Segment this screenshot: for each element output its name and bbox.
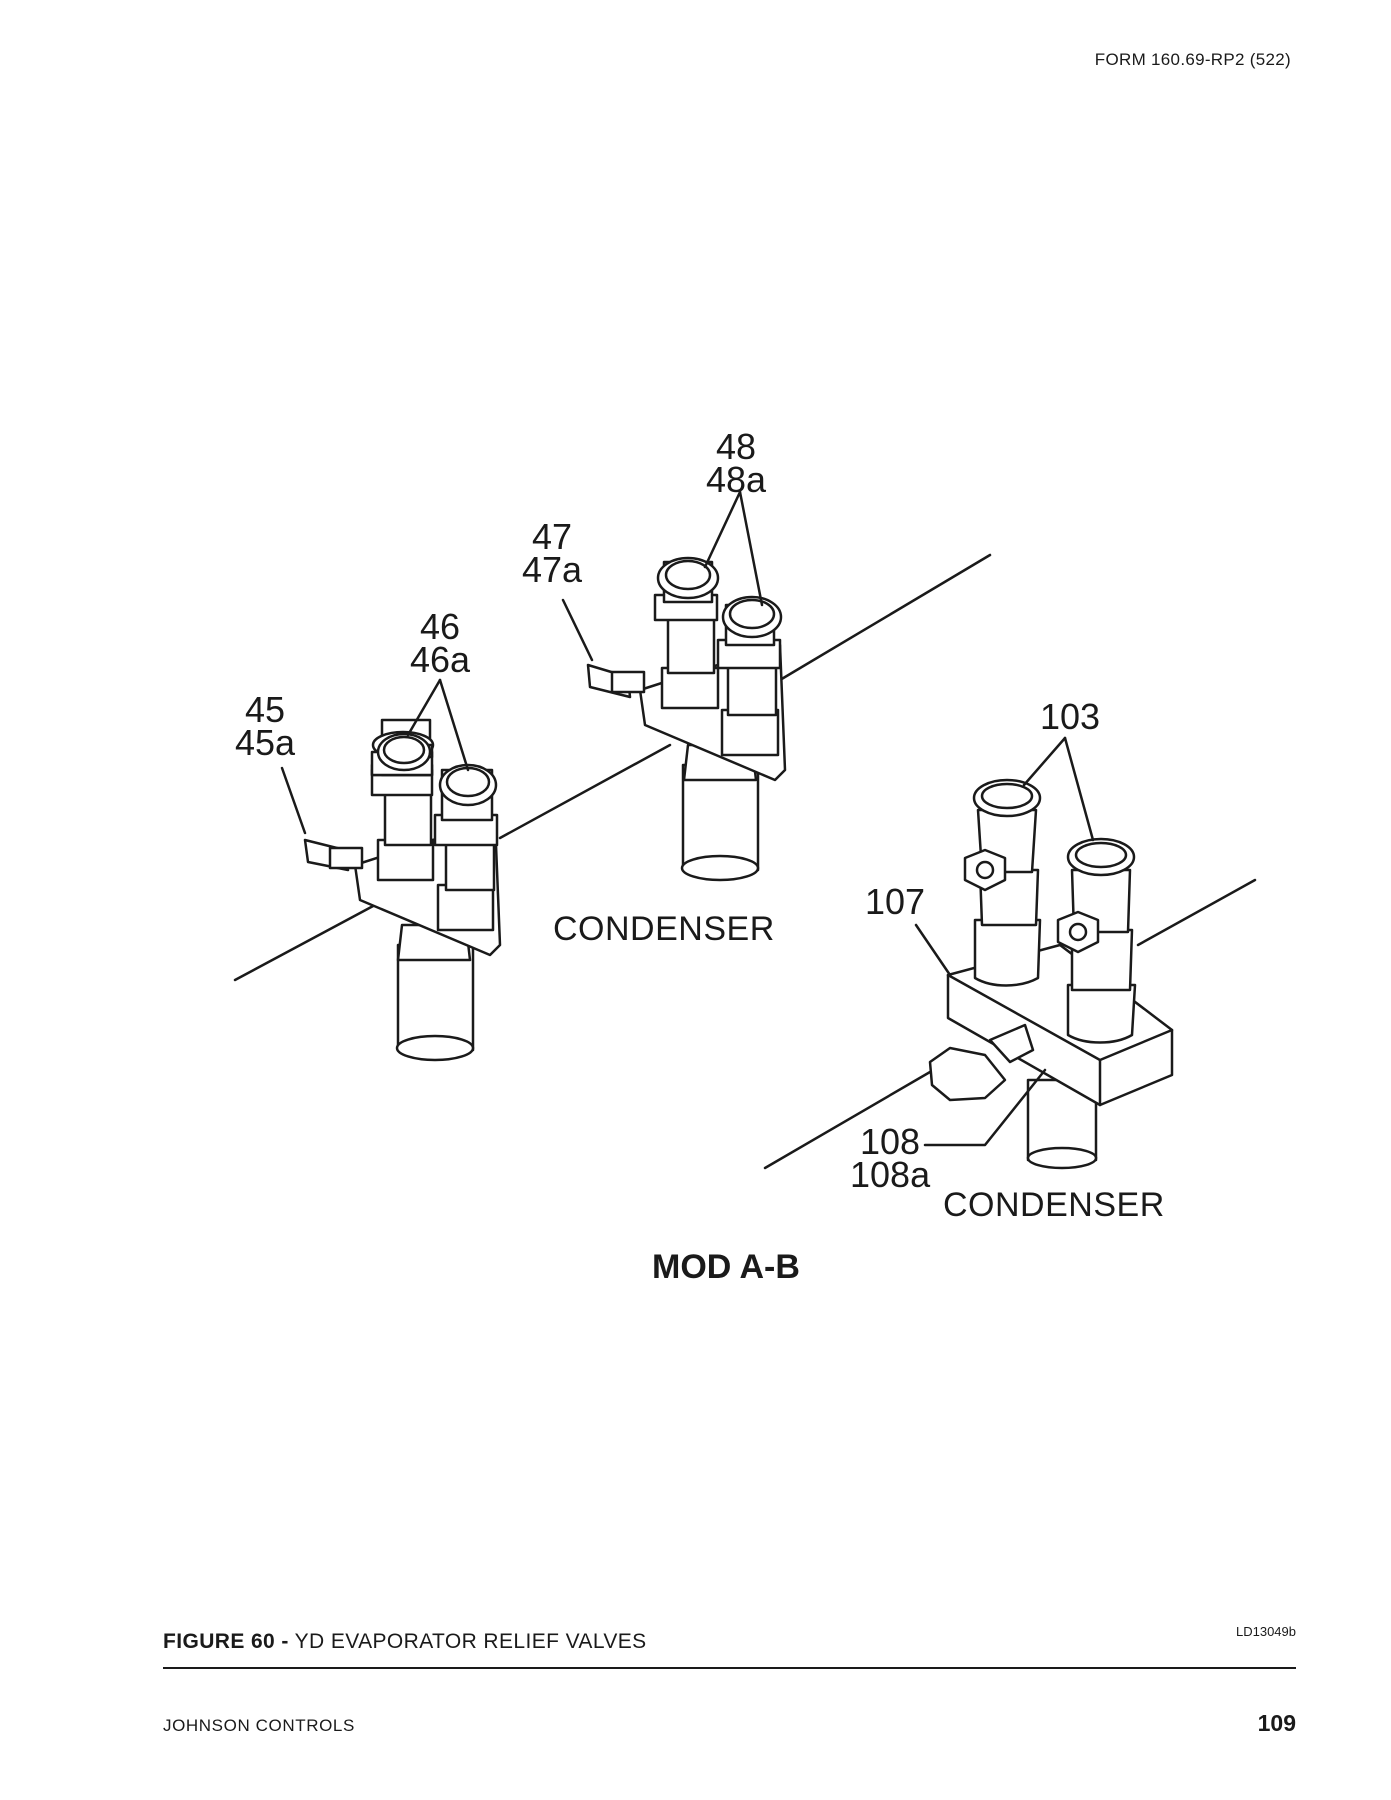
drawing-id: LD13049b <box>1236 1624 1296 1639</box>
callout-108a-number: 108a <box>850 1154 931 1195</box>
callout-107: 107 <box>865 881 926 922</box>
callout-103-number: 103 <box>1040 696 1101 737</box>
callout-47a-number: 47a <box>522 549 583 590</box>
condenser-label-right: CONDENSER <box>943 1186 1165 1224</box>
figure-caption-row: FIGURE 60 - YD EVAPORATOR RELIEF VALVES … <box>163 1624 1296 1654</box>
figure-number: FIGURE 60 - <box>163 1630 289 1653</box>
callout-47: 47 47a <box>522 516 583 590</box>
figure-title: YD EVAPORATOR RELIEF VALVES <box>294 1630 647 1653</box>
callout-45: 45 45a <box>235 689 296 763</box>
callout-46-number: 46 <box>420 606 461 647</box>
valve-assembly-condenser <box>763 778 1257 1170</box>
callout-46: 46 46a <box>410 606 471 680</box>
callout-48a-number: 48a <box>706 459 767 500</box>
valve-assembly-right <box>586 553 992 882</box>
pipe-centerline-left <box>233 903 377 982</box>
callout-46a-number: 46a <box>410 639 471 680</box>
callout-108-number: 108 <box>860 1121 921 1162</box>
footer-company: JOHNSON CONTROLS <box>163 1716 355 1735</box>
leader-lines <box>280 490 1095 1147</box>
callout-47-number: 47 <box>532 516 573 557</box>
callout-107-number: 107 <box>865 881 926 922</box>
figure-caption: FIGURE 60 - YD EVAPORATOR RELIEF VALVES <box>163 1630 647 1653</box>
callout-48-number: 48 <box>716 426 757 467</box>
callout-45a-number: 45a <box>235 722 296 763</box>
caption-rule <box>163 1667 1296 1669</box>
callout-108: 108 108a <box>850 1121 931 1195</box>
page-number: 109 <box>1257 1710 1296 1736</box>
form-number: FORM 160.69-RP2 (522) <box>1094 50 1291 69</box>
condenser-label-left: CONDENSER <box>553 910 775 948</box>
callout-45-number: 45 <box>245 689 286 730</box>
callout-103: 103 <box>1040 696 1101 737</box>
callout-48: 48 48a <box>706 426 767 500</box>
valve-assembly-left <box>233 718 672 1062</box>
model-label: MOD A-B <box>652 1248 800 1286</box>
